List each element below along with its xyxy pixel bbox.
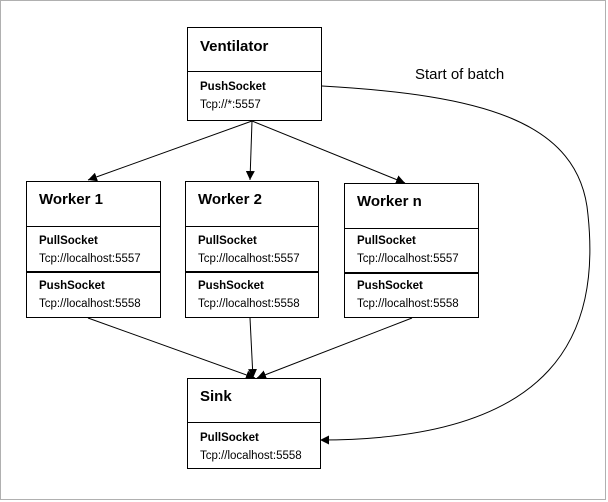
arrow-ventilator-to-worker-n	[251, 120, 406, 184]
socket-address: Tcp://localhost:5558	[198, 298, 300, 310]
socket-divider	[345, 272, 478, 274]
arrow-ventilator-to-worker-2	[245, 120, 255, 181]
sink-title: Sink	[188, 379, 320, 423]
arrow-ventilator-to-worker-1	[87, 120, 253, 182]
socket-type: PushSocket	[357, 280, 423, 292]
worker-1-push-socket: PushSocket Tcp://localhost:5558	[27, 277, 160, 313]
socket-type: PullSocket	[357, 235, 416, 247]
arrow-worker-1-to-sink	[87, 317, 256, 380]
worker-n-node: Worker n PullSocket Tcp://localhost:5557…	[344, 183, 479, 318]
worker-2-pull-socket: PullSocket Tcp://localhost:5557	[186, 232, 318, 268]
socket-address: Tcp://localhost:5558	[39, 298, 141, 310]
socket-type: PushSocket	[200, 81, 266, 93]
worker-2-push-socket: PushSocket Tcp://localhost:5558	[186, 277, 318, 313]
ventilator-title: Ventilator	[188, 28, 321, 72]
socket-divider	[186, 271, 318, 273]
ventilator-node: Ventilator PushSocket Tcp://*:5557	[187, 27, 322, 121]
sink-node: Sink PullSocket Tcp://localhost:5558	[187, 378, 321, 469]
worker-n-push-socket: PushSocket Tcp://localhost:5558	[345, 277, 478, 313]
socket-address: Tcp://localhost:5557	[39, 253, 141, 265]
socket-address: Tcp://localhost:5558	[357, 298, 459, 310]
socket-address: Tcp://localhost:5557	[357, 253, 459, 265]
socket-address: Tcp://localhost:5558	[200, 450, 302, 462]
socket-type: PushSocket	[198, 280, 264, 292]
worker-1-node: Worker 1 PullSocket Tcp://localhost:5557…	[26, 181, 161, 318]
socket-address: Tcp://*:5557	[200, 99, 261, 111]
worker-n-pull-socket: PullSocket Tcp://localhost:5557	[345, 232, 478, 268]
start-of-batch-label: Start of batch	[415, 66, 505, 83]
socket-type: PushSocket	[39, 280, 105, 292]
arrow-worker-2-to-sink	[248, 317, 258, 379]
sink-pull-socket: PullSocket Tcp://localhost:5558	[188, 429, 320, 465]
arrow-start-of-batch	[319, 85, 591, 445]
worker-1-pull-socket: PullSocket Tcp://localhost:5557	[27, 232, 160, 268]
socket-type: PullSocket	[200, 432, 259, 444]
socket-divider	[27, 271, 160, 273]
worker-n-title: Worker n	[345, 184, 478, 229]
socket-type: PullSocket	[198, 235, 257, 247]
worker-1-title: Worker 1	[27, 182, 160, 227]
socket-address: Tcp://localhost:5557	[198, 253, 300, 265]
socket-type: PullSocket	[39, 235, 98, 247]
ventilator-push-socket: PushSocket Tcp://*:5557	[188, 78, 321, 114]
worker-2-node: Worker 2 PullSocket Tcp://localhost:5557…	[185, 181, 319, 318]
arrow-worker-n-to-sink	[256, 317, 413, 379]
worker-2-title: Worker 2	[186, 182, 318, 227]
